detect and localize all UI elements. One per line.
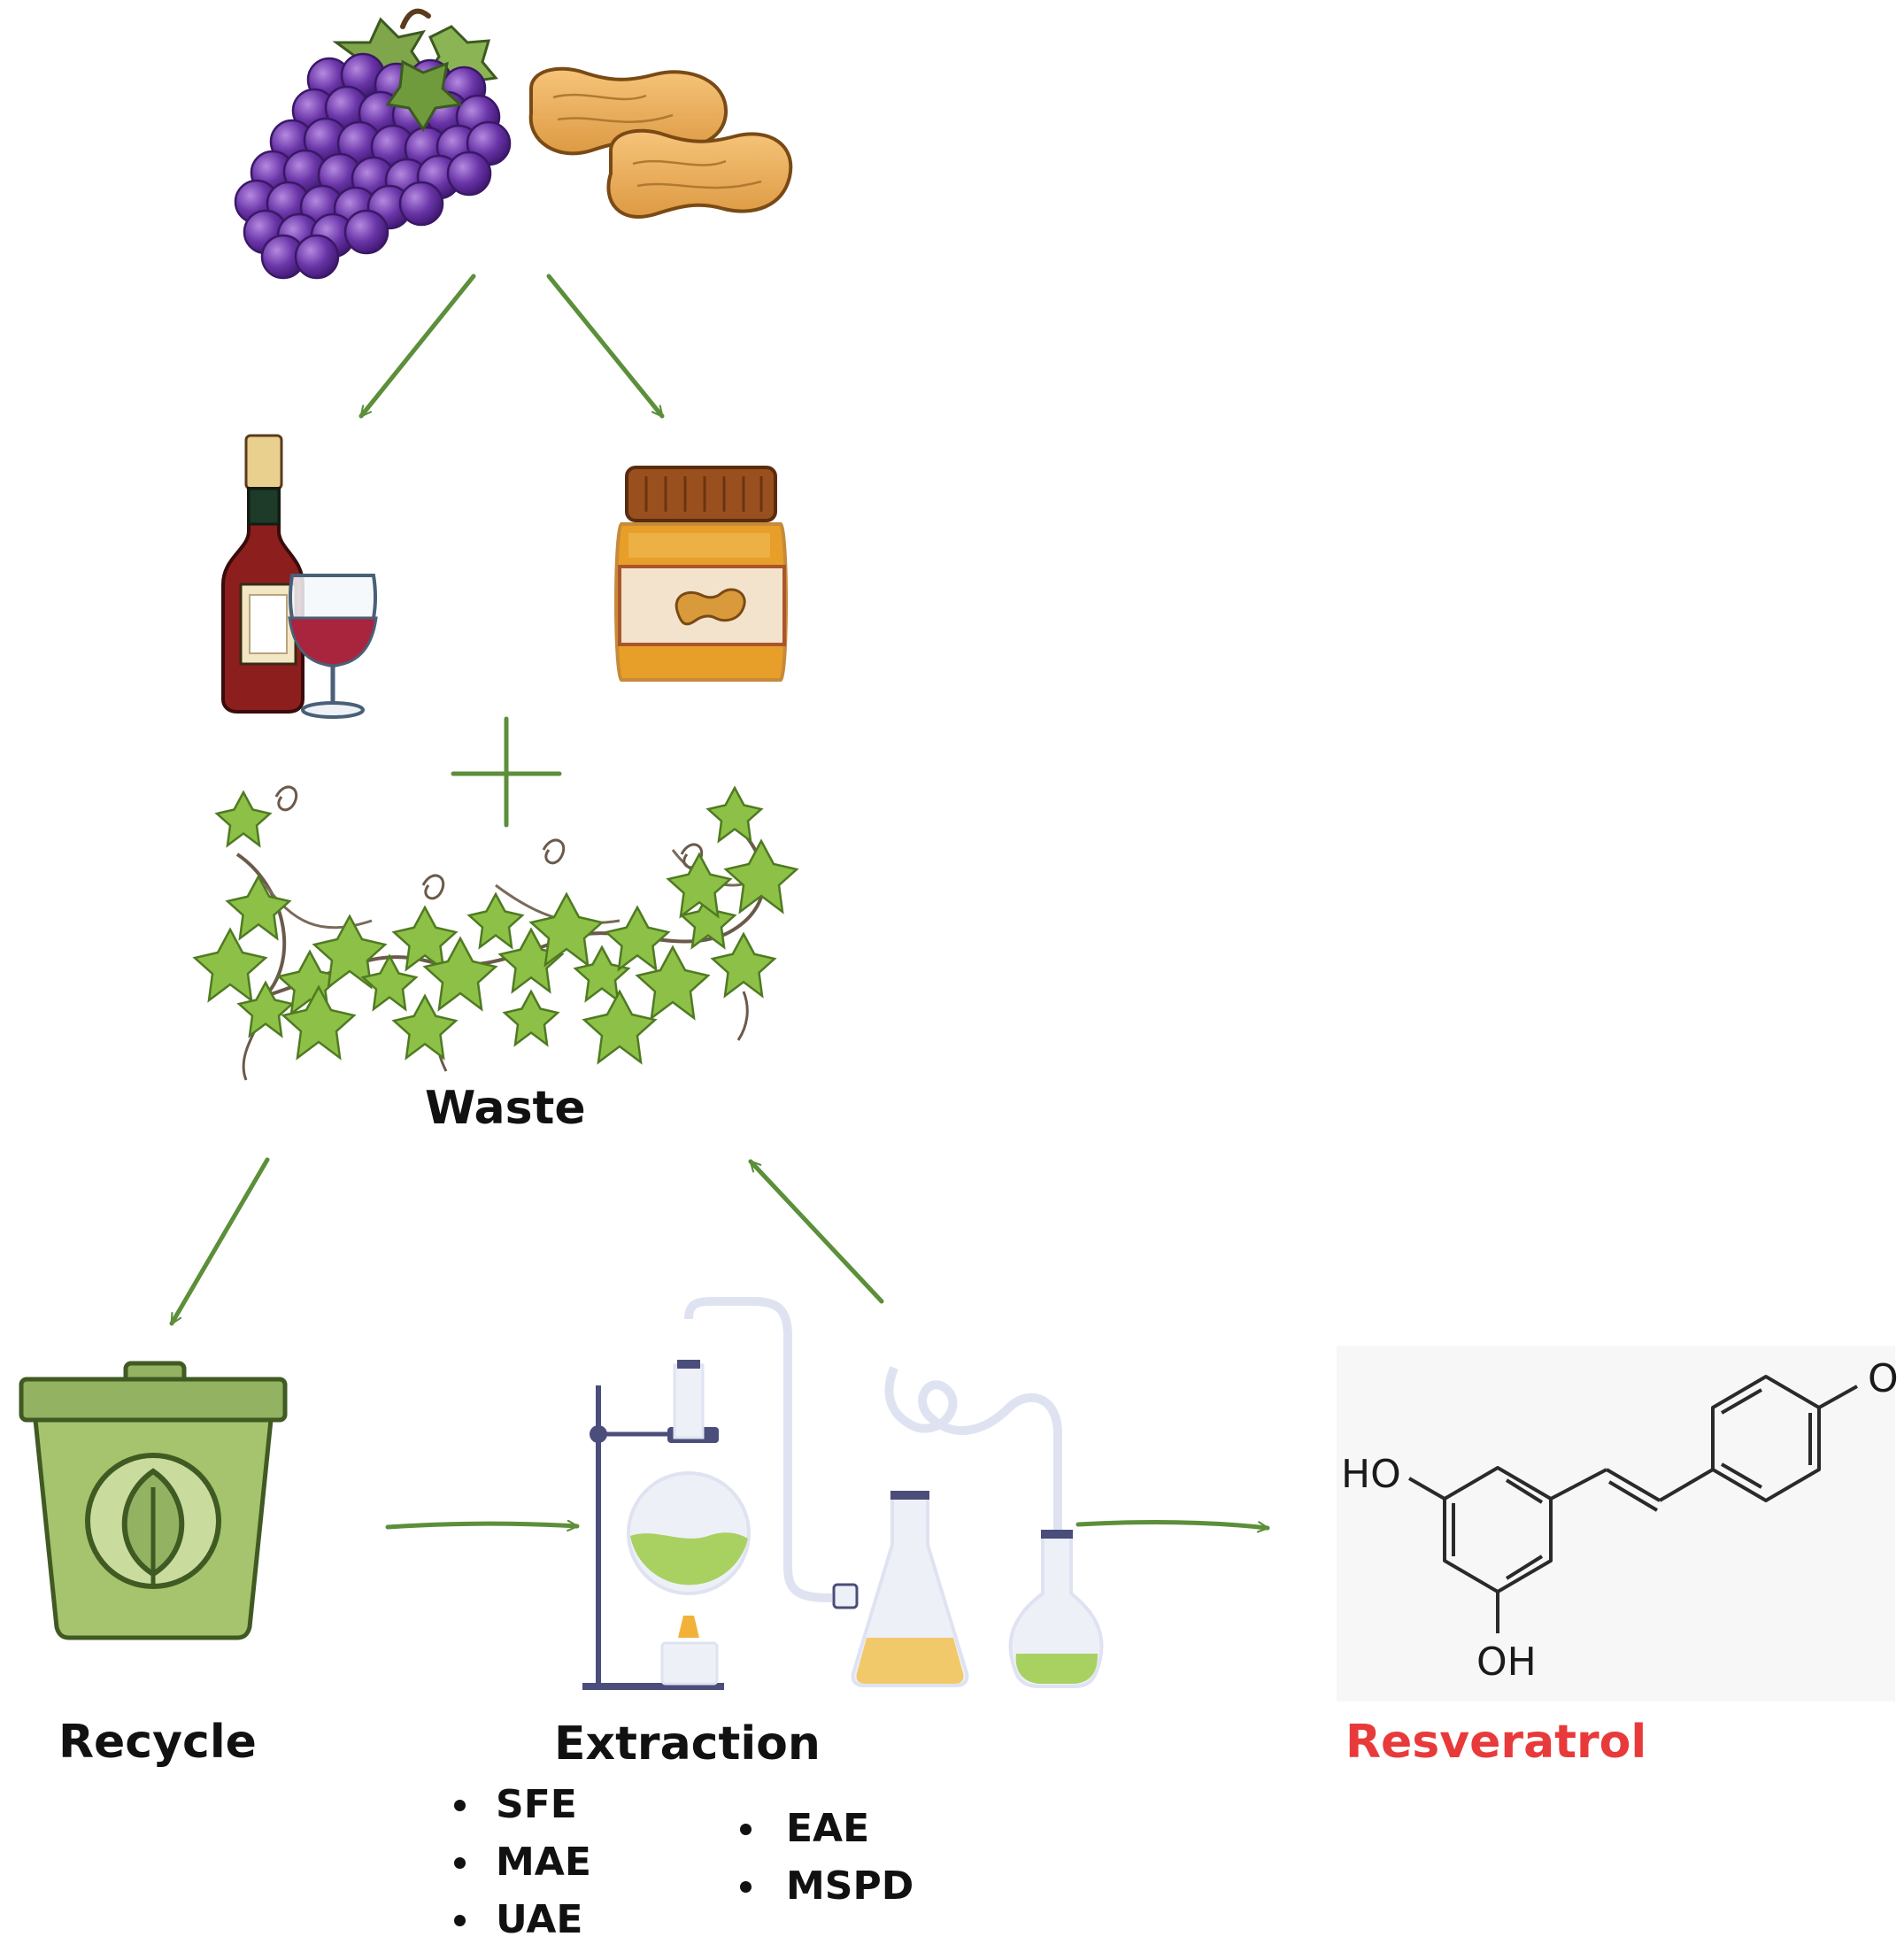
peanut-butter-jar-icon: [614, 466, 788, 682]
resveratrol-structure-icon: [1337, 1346, 1895, 1701]
method-item: EAE: [733, 1800, 913, 1857]
vine-leaf: [236, 980, 295, 1038]
peanuts-icon: [528, 66, 793, 219]
arrow-extraction-to-waste: [748, 1159, 884, 1304]
vine-leaf: [710, 931, 777, 999]
vine-leaf: [635, 945, 711, 1021]
vine-leaf: [360, 953, 419, 1012]
vine-leaf: [466, 891, 525, 950]
vine-leaf: [214, 790, 273, 848]
plus-icon: [451, 716, 562, 828]
vine-leaf: [502, 989, 560, 1047]
oh-label-bottom: OH: [1476, 1640, 1537, 1685]
vine-leaves-icon: [192, 785, 799, 1081]
vine-leaf: [391, 905, 459, 972]
arrow-fruit-to-jar: [546, 274, 665, 419]
vine-leaf: [604, 905, 671, 972]
extraction-methods-list-1: SFE MAE UAE: [447, 1776, 591, 1948]
vine-leaf: [225, 874, 292, 941]
vine-leaf: [422, 936, 498, 1012]
vine-leaf: [312, 914, 388, 990]
wine-bottle-icon: [221, 434, 304, 714]
vine-leaf: [281, 984, 357, 1061]
vine-leaf: [391, 993, 459, 1061]
recycle-label: Recycle: [58, 1716, 257, 1769]
method-item: UAE: [447, 1891, 591, 1948]
method-item: MAE: [447, 1833, 591, 1891]
resveratrol-label: Resveratrol: [1345, 1716, 1647, 1769]
arrow-extraction-to-resveratrol: [1075, 1519, 1270, 1533]
extraction-label: Extraction: [554, 1717, 821, 1771]
vine-leaf: [582, 989, 658, 1065]
grape-berry: [446, 150, 492, 197]
grape-berry: [398, 181, 444, 227]
ho-label-left: HO: [1341, 1452, 1401, 1497]
vine-leaf: [723, 838, 799, 914]
vine-leaf: [528, 891, 605, 968]
vine-leaf: [192, 927, 268, 1003]
vine-leaf: [666, 852, 733, 919]
extraction-methods-list-2: EAE MSPD: [733, 1800, 913, 1915]
waste-label: Waste: [425, 1082, 586, 1135]
vine-leaf: [705, 785, 764, 844]
method-item: SFE: [447, 1776, 591, 1833]
vine-leaf: [679, 891, 737, 950]
o-label-right: O: [1868, 1356, 1899, 1401]
wine-glass-icon: [288, 574, 378, 719]
lab-apparatus-icon: [582, 1297, 1104, 1690]
recycle-bin-icon: [19, 1361, 288, 1640]
arrow-fruit-to-wine: [358, 274, 476, 419]
grape-berry: [343, 209, 389, 255]
grapes-icon: [234, 8, 512, 280]
grape-berry: [294, 234, 340, 280]
arrow-recycle-to-extraction: [385, 1519, 580, 1532]
method-item: MSPD: [733, 1857, 913, 1915]
arrow-waste-to-recycle: [169, 1157, 270, 1326]
